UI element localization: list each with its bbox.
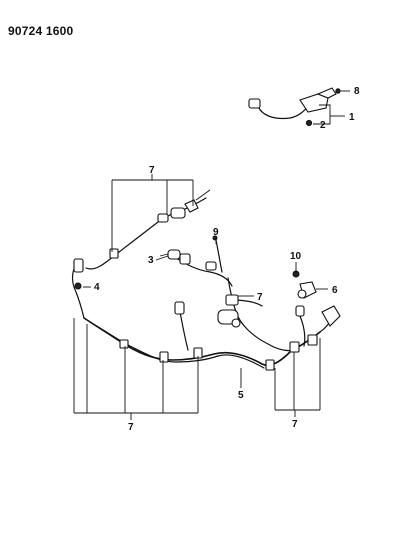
sensor-part-3 bbox=[167, 249, 181, 260]
screw-part-8 bbox=[335, 88, 341, 94]
callout-7-bottom-right: 7 bbox=[292, 419, 298, 430]
callout-7-top: 7 bbox=[149, 165, 155, 176]
callout-10: 10 bbox=[290, 251, 302, 262]
clip-part-4-upper bbox=[73, 258, 84, 273]
callout-3: 3 bbox=[148, 255, 154, 266]
right-connector bbox=[321, 305, 341, 327]
diagram-code: 90724 1600 bbox=[8, 24, 74, 38]
callout-8: 8 bbox=[354, 86, 360, 97]
callout-6: 6 bbox=[332, 285, 338, 296]
callout-9: 9 bbox=[213, 227, 219, 238]
callout-1: 1 bbox=[349, 112, 355, 123]
bolt-part-2 bbox=[305, 119, 313, 127]
leader-lines bbox=[73, 174, 328, 420]
callout-4: 4 bbox=[94, 282, 100, 293]
center-sensor bbox=[174, 301, 185, 315]
callout-2: 2 bbox=[320, 120, 326, 131]
callout-7-bottom-left: 7 bbox=[128, 422, 134, 433]
callout-7-mid: 7 bbox=[257, 292, 263, 303]
callout-5: 5 bbox=[238, 390, 244, 401]
clips bbox=[73, 189, 341, 371]
sensor-assembly bbox=[248, 87, 350, 127]
upper-connector bbox=[170, 207, 186, 219]
